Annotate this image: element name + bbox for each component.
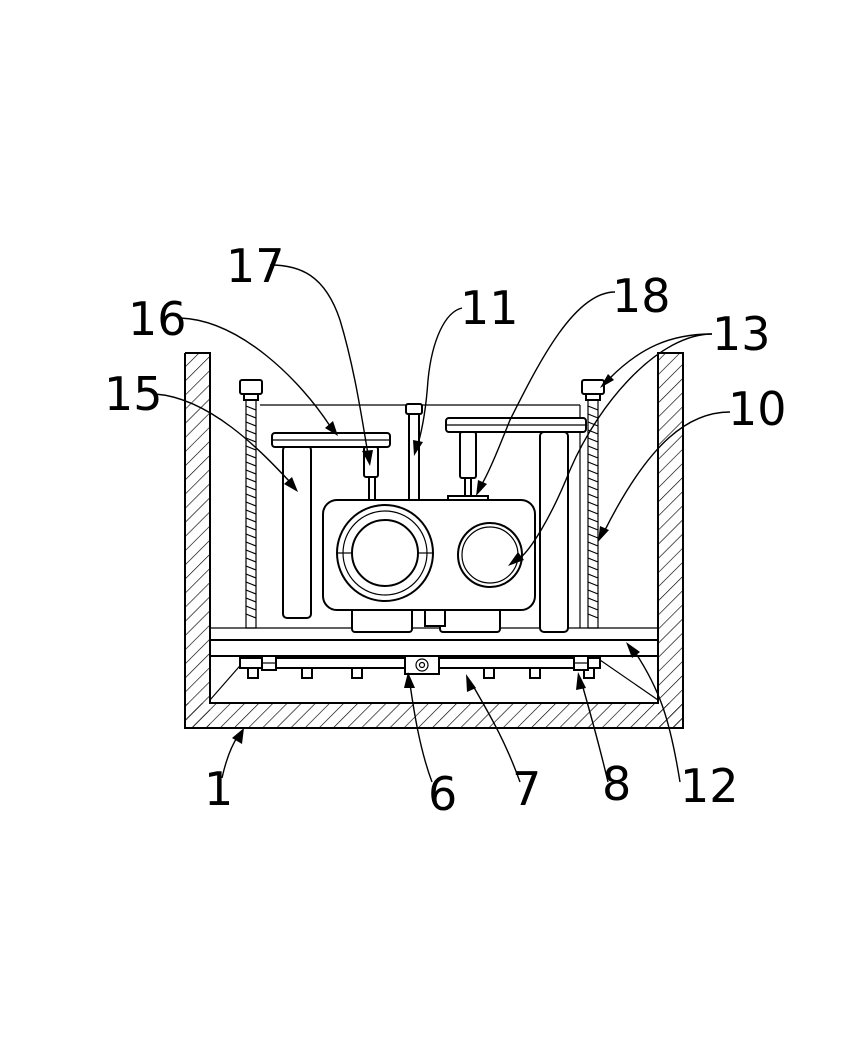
clamp-arm-left — [271, 432, 391, 448]
label-16: 16 — [128, 292, 187, 346]
label-15: 15 — [104, 367, 163, 421]
label-17: 17 — [226, 239, 285, 293]
threaded-rod-left — [239, 379, 263, 629]
label-8: 8 — [602, 757, 631, 811]
valve-port-large — [336, 504, 434, 602]
support-column-right — [539, 431, 569, 633]
label-1: 1 — [204, 762, 233, 816]
support-column-left — [282, 445, 312, 619]
reference-labels: 1 6 7 8 12 10 13 18 11 17 16 15 — [104, 239, 787, 821]
label-11: 11 — [460, 281, 519, 335]
label-12: 12 — [680, 759, 739, 813]
push-rod-right — [447, 431, 489, 503]
valve-port-small — [457, 522, 523, 588]
housing-body — [184, 352, 684, 729]
clamp-arm-right — [445, 417, 587, 433]
leader-lines — [154, 264, 731, 783]
label-10: 10 — [728, 382, 787, 436]
main-plate — [209, 639, 659, 657]
rail-blocks — [247, 667, 595, 679]
label-13: 13 — [712, 307, 771, 361]
gear-right — [573, 655, 589, 671]
gear-center — [404, 655, 440, 675]
gear-left — [261, 655, 277, 671]
rail-assembly — [239, 655, 601, 679]
threaded-rod-right — [581, 379, 605, 629]
label-18: 18 — [612, 269, 671, 323]
label-6: 6 — [428, 767, 457, 821]
label-7: 7 — [512, 762, 541, 816]
